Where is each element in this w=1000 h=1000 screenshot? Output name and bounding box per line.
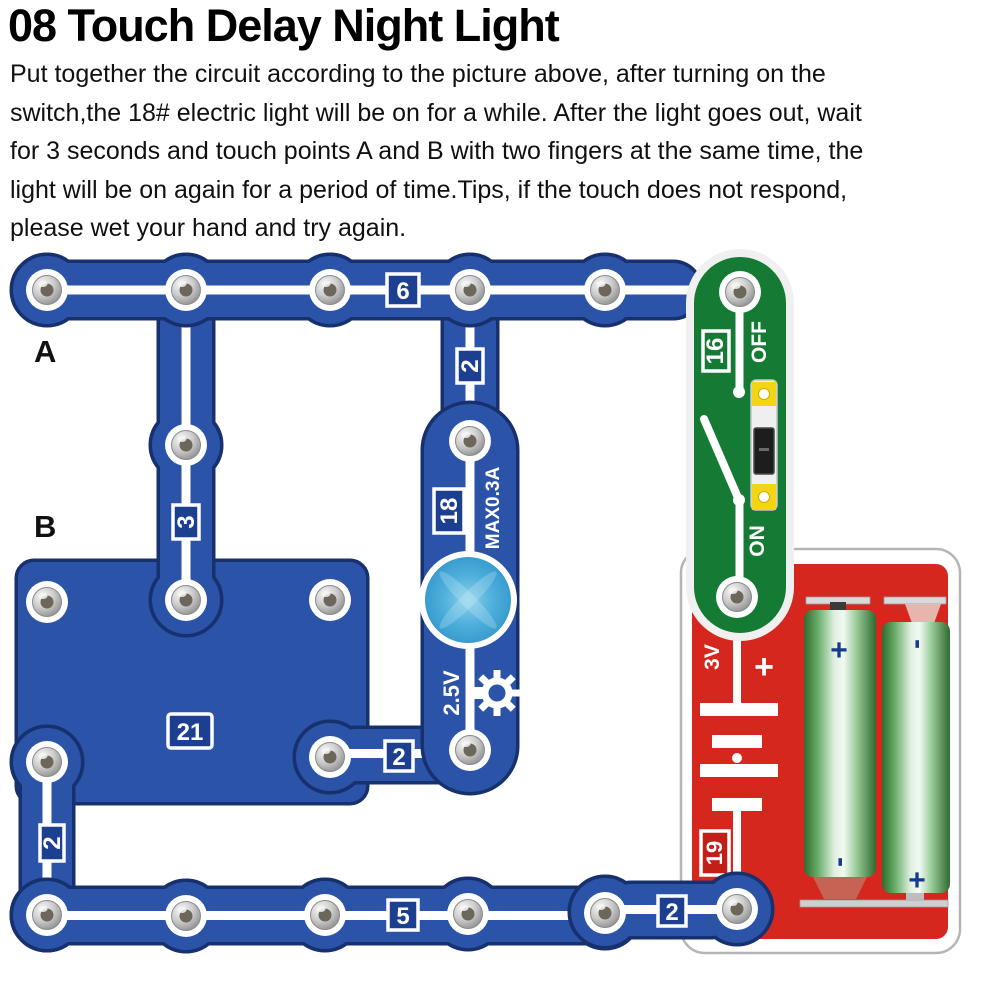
snap-rivet bbox=[25, 893, 69, 937]
wire6-label: 6 bbox=[385, 272, 421, 308]
lamp-id-label: 18 bbox=[432, 487, 466, 535]
battery-cell-right bbox=[882, 622, 950, 893]
svg-text:18: 18 bbox=[436, 498, 463, 525]
battery-holder-piece: 3V + 19 bbox=[679, 547, 962, 955]
lamp-max-current-label: MAX0.3A bbox=[483, 467, 504, 550]
svg-text:16: 16 bbox=[702, 338, 729, 365]
svg-text:3: 3 bbox=[173, 515, 200, 528]
snap-rivet bbox=[718, 270, 762, 314]
lamp-voltage-label: 2.5V bbox=[439, 670, 464, 716]
snap-rivet bbox=[303, 893, 347, 937]
battery-voltage-label: 3V bbox=[701, 644, 724, 670]
instruction-line: for 3 seconds and touch points A and B w… bbox=[10, 137, 864, 165]
cell-left-minus-mark: - bbox=[822, 857, 855, 867]
snap-rivet bbox=[446, 892, 490, 936]
lamp-lens-streak bbox=[439, 571, 497, 629]
svg-text:2: 2 bbox=[392, 744, 405, 771]
wire-2-bottom-piece: 2 bbox=[571, 875, 771, 946]
snap-rivet bbox=[164, 578, 208, 622]
snap-rivet bbox=[25, 268, 69, 312]
switch-id-label: 16 bbox=[701, 329, 731, 373]
snap-rivet bbox=[308, 578, 352, 622]
snap-rivet bbox=[583, 268, 627, 312]
block-id-label: 21 bbox=[166, 712, 214, 750]
battery-contacts bbox=[799, 596, 949, 908]
lamp-piece: 18 MAX0.3A 2.5V bbox=[419, 404, 520, 792]
cell-right-minus-mark: - bbox=[899, 639, 932, 649]
svg-text:6: 6 bbox=[396, 278, 409, 305]
snap-rivet bbox=[164, 894, 208, 938]
snap-rivet bbox=[448, 268, 492, 312]
instruction-line: light will be on again for a period of t… bbox=[10, 175, 848, 204]
wire3-label: 3 bbox=[171, 503, 201, 541]
svg-text:2: 2 bbox=[665, 899, 678, 926]
instruction-line: switch,the 18# electric light will be on… bbox=[10, 98, 862, 127]
switch-off-label: OFF bbox=[748, 321, 771, 363]
svg-text:19: 19 bbox=[702, 841, 727, 865]
touch-point-a-label: A bbox=[34, 334, 56, 369]
wire2-bottom-label: 2 bbox=[656, 894, 688, 928]
wire-6-piece: 6 bbox=[13, 256, 700, 324]
page-title: 08 Touch Delay Night Light bbox=[8, 0, 560, 51]
svg-text:2: 2 bbox=[39, 836, 66, 849]
snap-rivet bbox=[164, 423, 208, 467]
slider-contact-bottom-dot bbox=[758, 491, 770, 503]
snap-rivet bbox=[583, 891, 627, 935]
svg-text:5: 5 bbox=[396, 903, 409, 930]
bulb-icon bbox=[470, 670, 520, 716]
svg-text:21: 21 bbox=[177, 719, 204, 746]
snap-rivet bbox=[164, 268, 208, 312]
snap-rivet bbox=[448, 419, 492, 463]
wire-2-left-piece: 2 bbox=[13, 728, 81, 949]
battery-cell-left bbox=[804, 610, 876, 877]
battery-plus-label: + bbox=[754, 648, 774, 686]
switch-on-label: ON bbox=[746, 525, 769, 557]
svg-text:2: 2 bbox=[457, 359, 484, 372]
snap-rivet bbox=[308, 268, 352, 312]
cell-right-plus-mark: + bbox=[908, 864, 926, 897]
snap-rivet bbox=[715, 887, 759, 931]
wire2-middle-label: 2 bbox=[383, 739, 415, 773]
snap-rivet bbox=[25, 580, 69, 624]
wire-2-vertical-piece: 2 bbox=[436, 272, 504, 475]
snap-rivet bbox=[25, 740, 69, 784]
snap-rivet bbox=[448, 728, 492, 772]
cell-left-plus-mark: + bbox=[830, 634, 848, 667]
instruction-line: Put together the circuit according to th… bbox=[10, 60, 826, 88]
instruction-text: Put together the circuit according to th… bbox=[10, 60, 995, 253]
battery-symbol bbox=[700, 614, 778, 908]
wire2-left-label: 2 bbox=[38, 823, 66, 863]
snap-rivet bbox=[715, 575, 759, 619]
switch-slider[interactable] bbox=[750, 379, 778, 511]
snap-rivet bbox=[308, 735, 352, 779]
wire2-vertical-label: 2 bbox=[455, 347, 485, 385]
switch-symbol bbox=[700, 292, 745, 598]
slider-contact-top-dot bbox=[758, 388, 770, 400]
lamp-lens-streak bbox=[439, 571, 497, 629]
wire-2-middle-piece: 2 bbox=[296, 719, 502, 791]
touch-point-b-label: B bbox=[34, 509, 56, 544]
instruction-line: please wet your hand and try again. bbox=[10, 214, 407, 242]
battery-id-label: 19 bbox=[699, 829, 731, 877]
lamp-lens bbox=[419, 551, 517, 649]
slide-switch-piece: 16 OFF ON bbox=[686, 249, 794, 641]
wire5-label: 5 bbox=[386, 898, 420, 932]
touch-module-piece: 21 bbox=[18, 562, 366, 802]
